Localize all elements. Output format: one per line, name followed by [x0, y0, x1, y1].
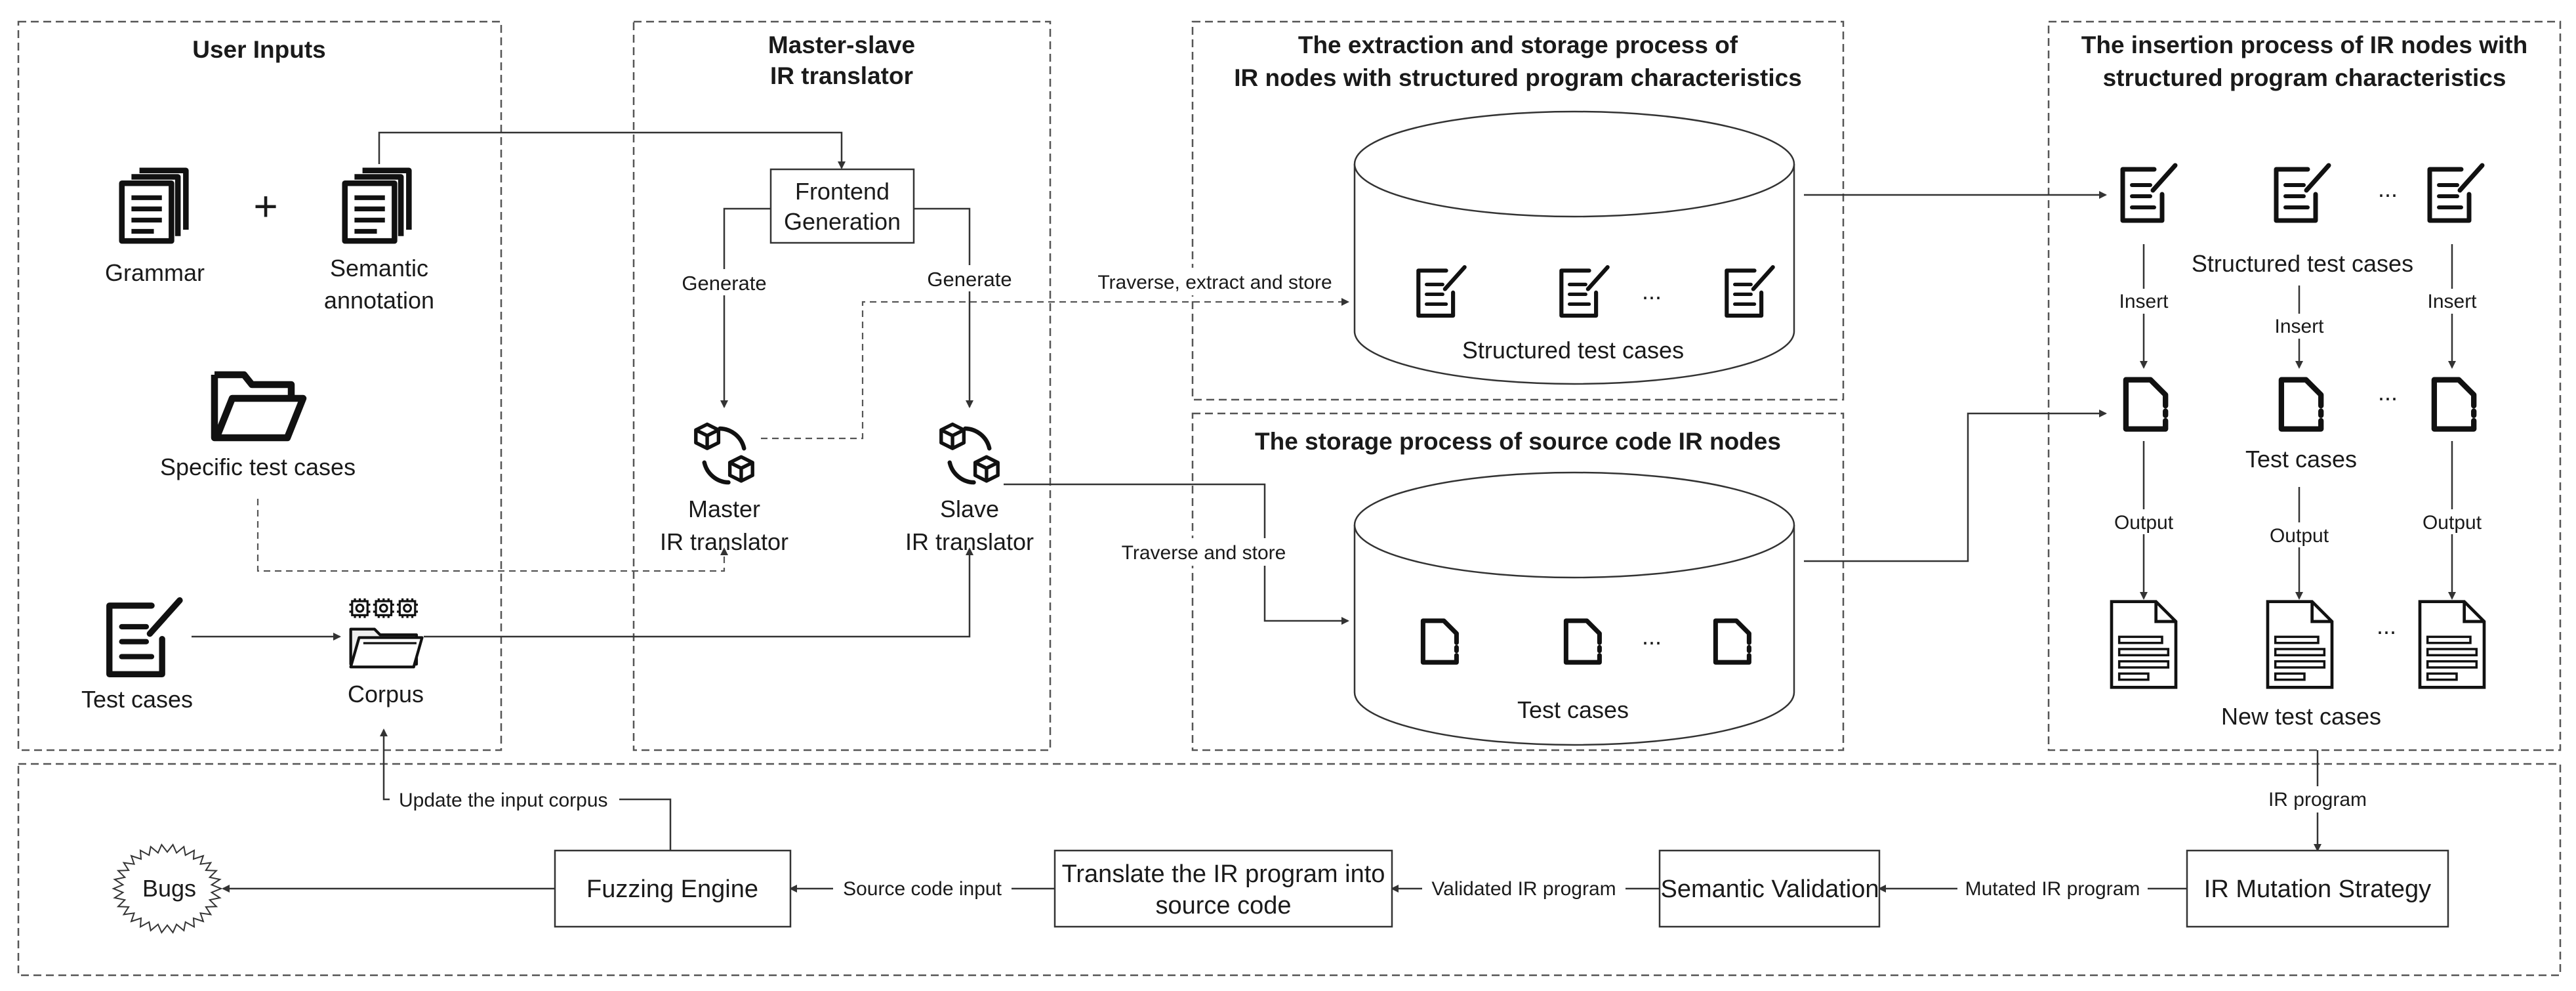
section-title-storage: The storage process of source code IR no…	[1255, 428, 1781, 455]
section-title-translator-line1: Master-slave	[768, 32, 915, 58]
test-case-icon-3	[2434, 380, 2474, 429]
traverse-store-label: Traverse and store	[1122, 542, 1286, 564]
insert-label-3: Insert	[2427, 291, 2477, 312]
db-structured-ellipsis: ...	[1642, 278, 1662, 305]
section-title-extraction-line1: The extraction and storage process of	[1298, 32, 1738, 58]
structured-case-icon-2	[2276, 165, 2329, 221]
update-corpus-label: Update the input corpus	[399, 790, 608, 811]
insertion-content: ... Structured test cases ... Test cases…	[2112, 165, 2484, 730]
section-insertion: The insertion process of IR nodes with s…	[2047, 20, 2562, 751]
db-structured-label: Structured test cases	[1462, 337, 1684, 364]
new-test-cases-label: New test cases	[2221, 703, 2381, 730]
semantic-annotation-label-line1: Semantic	[330, 255, 428, 282]
ir-program-label: IR program	[2268, 789, 2367, 811]
specific-test-cases-label: Specific test cases	[160, 453, 356, 480]
output-label-3: Output	[2423, 512, 2482, 534]
insert-label-1: Insert	[2119, 291, 2169, 312]
frontend-generation-box	[769, 168, 915, 244]
section-title-translator-line2: IR translator	[770, 62, 913, 89]
fuzzing-engine-box	[554, 849, 792, 928]
section-source-storage: The storage process of source code IR no…	[1191, 412, 1845, 751]
edge-frontend-to-master	[720, 207, 771, 408]
grammar-label: Grammar	[105, 259, 205, 286]
semantic-validation-box	[1658, 849, 1881, 928]
test-case-icon-2	[2281, 380, 2321, 429]
new-test-case-icon-3	[2420, 602, 2484, 688]
test-cases-edit-icon	[110, 601, 180, 675]
frontend-label-line2: Generation	[784, 208, 901, 235]
edge-labels: Traverse, extract and store Traverse and…	[390, 268, 2487, 902]
ir-mutation-strategy-box	[2186, 849, 2449, 928]
new-test-case-ellipsis: ...	[2377, 612, 2396, 639]
generate-label-right: Generate	[927, 268, 1012, 291]
master-label-line2: IR translator	[660, 528, 788, 555]
edge-frontend-to-slave	[914, 207, 973, 408]
ir-mutation-strategy-label: IR Mutation Strategy	[2204, 875, 2431, 903]
generate-label-left: Generate	[682, 272, 766, 295]
db-test-ellipsis: ...	[1642, 623, 1662, 650]
section-extraction-storage: The extraction and storage process of IR…	[1191, 20, 1845, 401]
bugs-label: Bugs	[142, 875, 196, 902]
test-case-ellipsis: ...	[2378, 379, 2398, 406]
bugs-burst-shape	[112, 843, 223, 934]
section-title-insertion-line2: structured program characteristics	[2103, 64, 2506, 91]
new-test-case-icon-1	[2112, 602, 2176, 688]
plus-sign: +	[253, 182, 277, 230]
frontend-label-line1: Frontend	[795, 178, 889, 205]
translate-ir-box	[1053, 849, 1393, 928]
slave-label-line1: Slave	[940, 496, 999, 522]
semantic-annotation-label-line2: annotation	[324, 287, 434, 314]
structured-test-cases-db: ... Structured test cases	[1353, 110, 1795, 385]
section-title-user-inputs: User Inputs	[192, 36, 326, 63]
pipeline-content: IR Mutation Strategy Semantic Validation…	[112, 843, 2449, 934]
traverse-extract-store-label: Traverse, extract and store	[1097, 272, 1332, 293]
slave-label-line2: IR translator	[905, 528, 1034, 555]
section-title-extraction-line2: IR nodes with structured program charact…	[1234, 64, 1802, 91]
translate-ir-label-line2: source code	[1155, 892, 1291, 919]
master-label-line1: Master	[688, 496, 760, 522]
grammar-docs-icon	[122, 171, 186, 241]
insertion-test-cases-label: Test cases	[2245, 446, 2357, 473]
semantic-validation-label: Semantic Validation	[1660, 875, 1879, 903]
section-master-slave-translator: Master-slave IR translator	[632, 20, 1052, 751]
section-pipeline	[17, 763, 2562, 977]
translate-ir-label-line1: Translate the IR program into	[1062, 860, 1385, 888]
translator-content: Frontend Generation Generate Generate Ma…	[660, 168, 1034, 555]
edge-master-to-structured-db	[761, 298, 1349, 440]
insertion-structured-label: Structured test cases	[2192, 250, 2413, 277]
master-translator-icon	[696, 424, 752, 482]
user-inputs-content: Grammar + Semantic annotation Specific t…	[81, 171, 434, 713]
edge-specific-to-master	[256, 499, 728, 572]
structured-case-icon-3	[2430, 165, 2482, 221]
output-label-1: Output	[2114, 512, 2174, 534]
new-test-case-icon-2	[2268, 602, 2332, 688]
section-user-inputs: User Inputs	[17, 20, 502, 751]
source-code-input-label: Source code input	[843, 878, 1002, 900]
output-label-2: Output	[2270, 525, 2329, 547]
test-case-icon-1	[2126, 380, 2165, 429]
structured-ellipsis: ...	[2378, 175, 2398, 202]
fuzzing-engine-label: Fuzzing Engine	[586, 875, 758, 903]
corpus-label: Corpus	[348, 681, 424, 707]
mutated-ir-program-label: Mutated IR program	[1965, 878, 2140, 900]
insert-label-2: Insert	[2274, 316, 2324, 337]
validated-ir-program-label: Validated IR program	[1431, 878, 1616, 900]
section-title-insertion-line1: The insertion process of IR nodes with	[2081, 32, 2527, 58]
edge-annotation-to-frontend	[378, 131, 846, 169]
semantic-annotation-docs-icon	[345, 171, 409, 241]
test-cases-db: ... Test cases	[1353, 471, 1795, 746]
edge-test-db-to-insertion	[1804, 410, 2107, 562]
db-test-label: Test cases	[1517, 696, 1629, 723]
structured-case-icon-1	[2123, 165, 2175, 221]
slave-translator-icon	[941, 424, 998, 482]
corpus-icon	[350, 599, 422, 667]
edge-corpus-to-slave	[424, 547, 973, 638]
test-cases-label: Test cases	[81, 686, 193, 713]
folder-icon	[215, 375, 303, 438]
